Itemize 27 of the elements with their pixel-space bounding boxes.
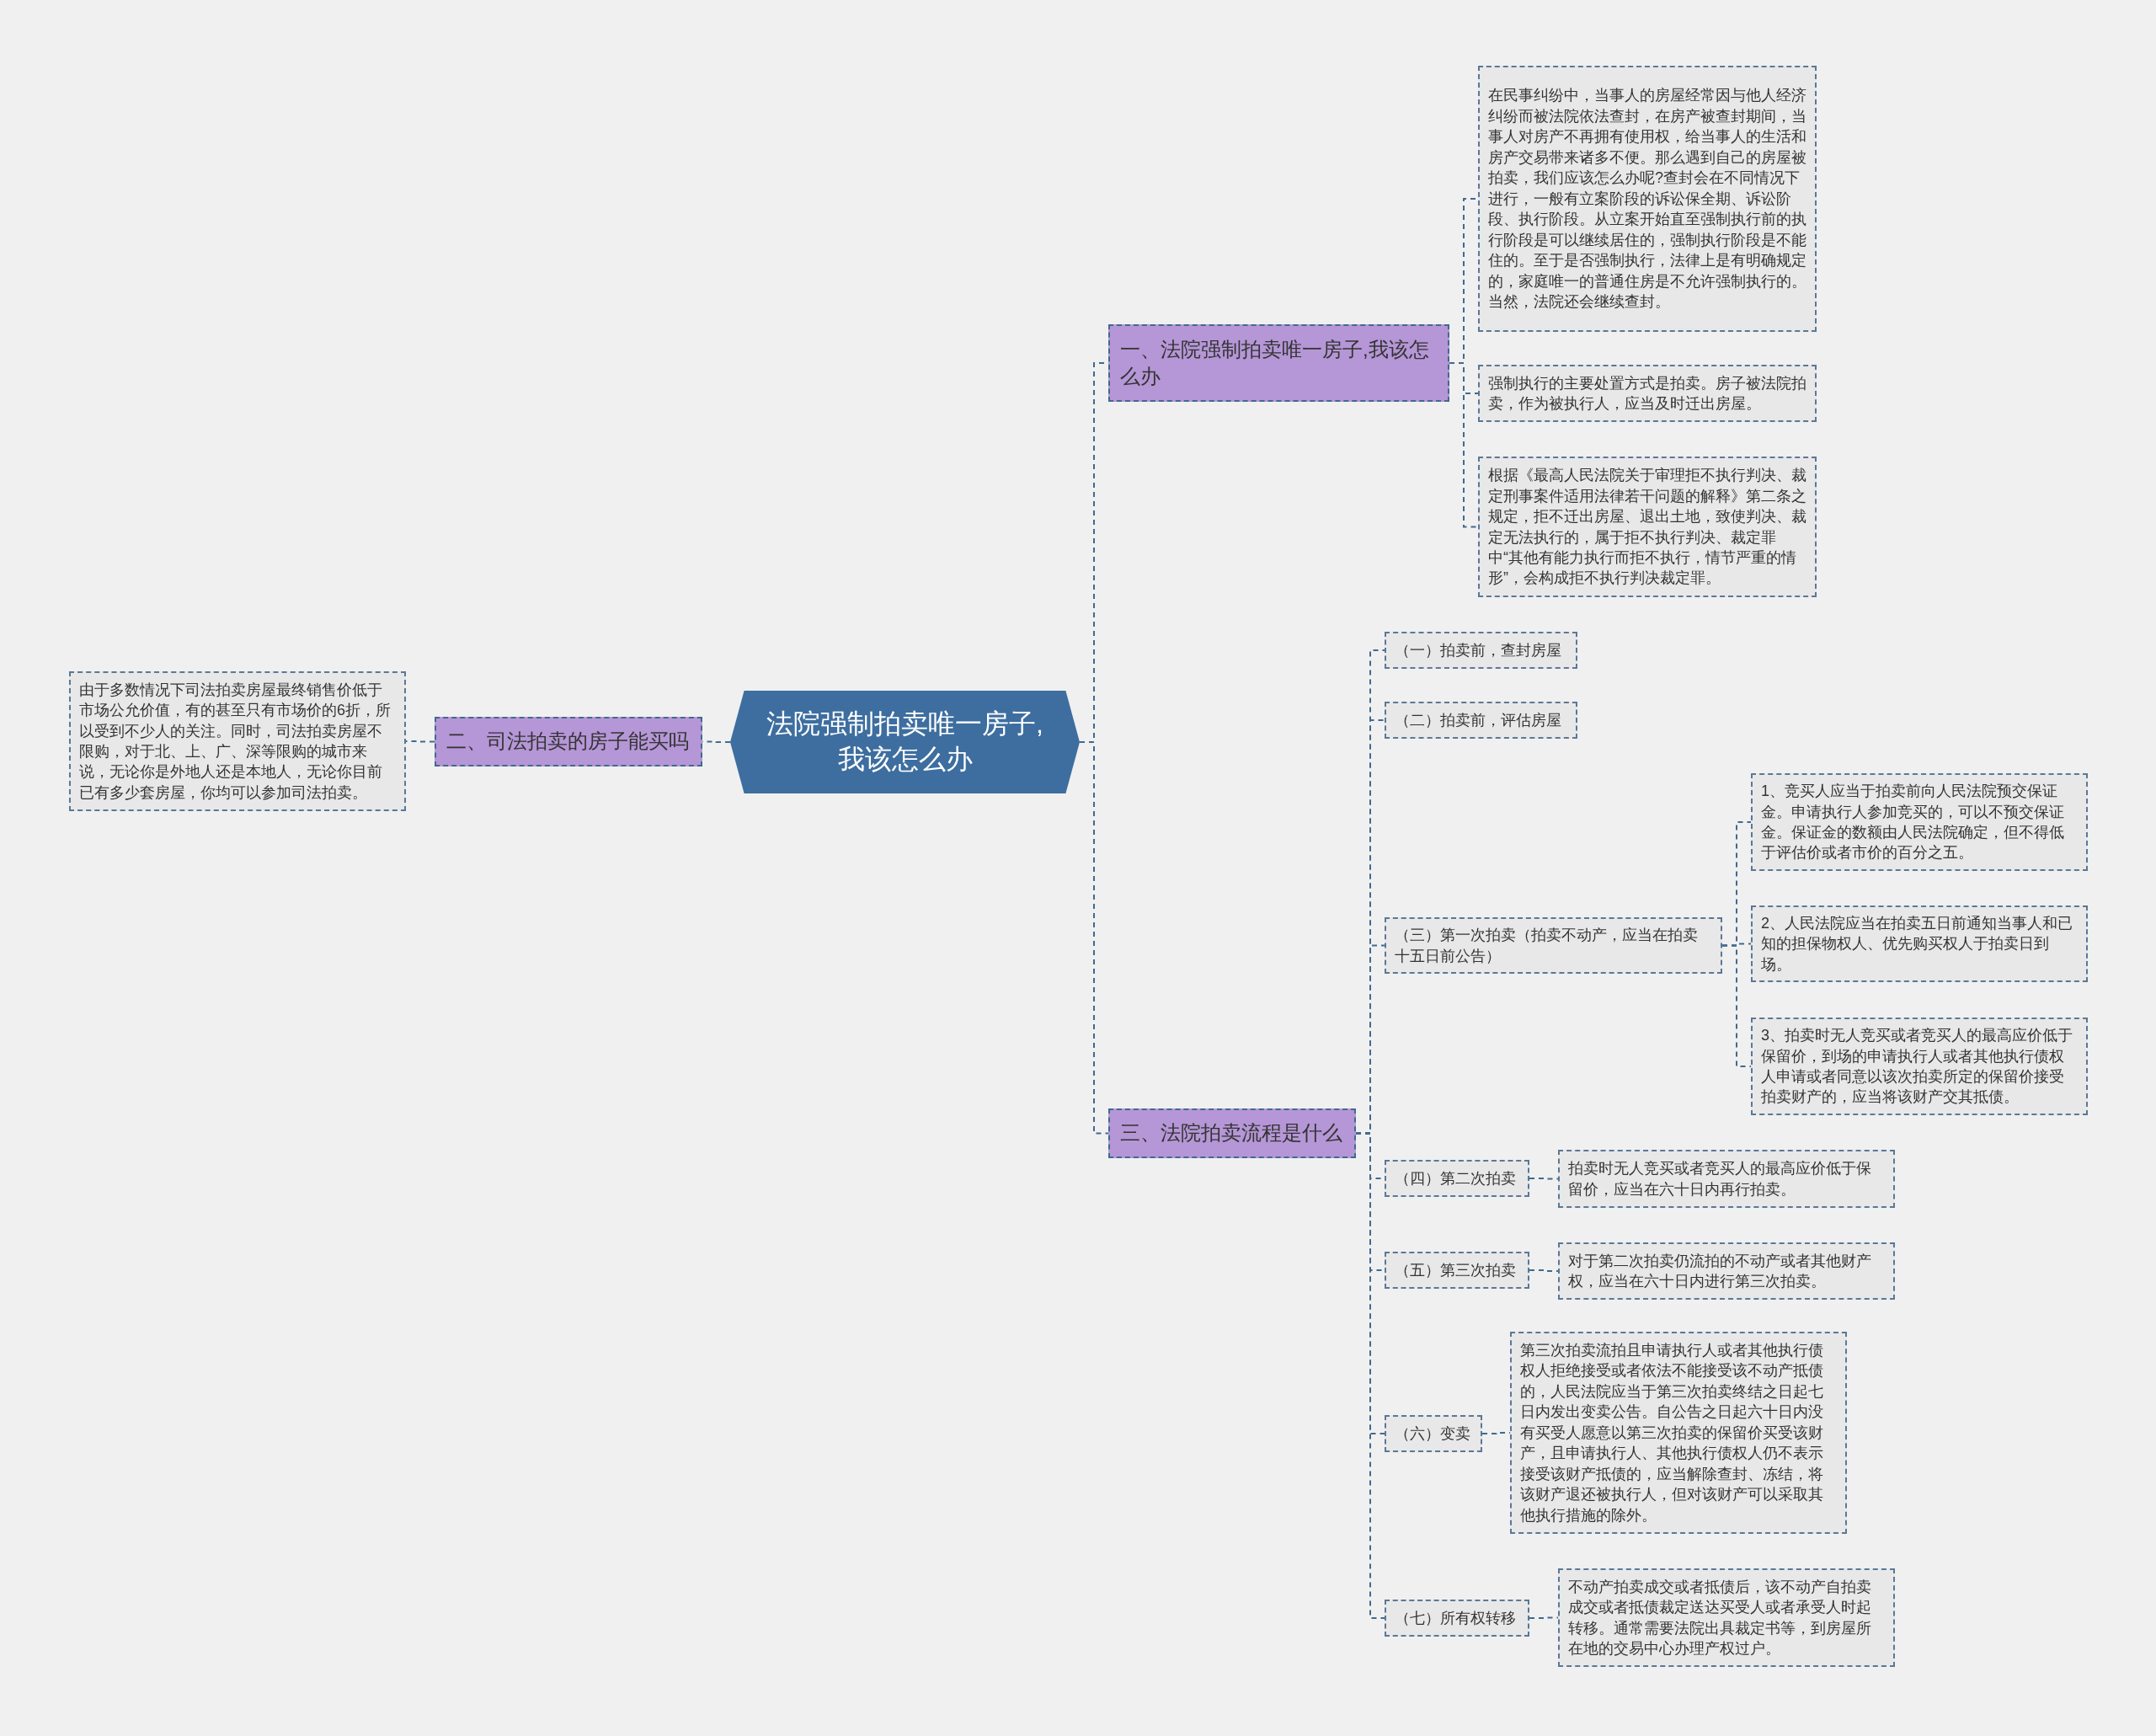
note-box: 根据《最高人民法院关于审理拒不执行判决、裁定刑事案件适用法律若干问题的解释》第二条之规定，拒不迁出房屋、退出土地，致使判决、裁定无法执行的，属于拒不执行判决、裁定罪中“其他有能力执行而拒不执行，情节严重的情形”，会构成拒不执行判决裁定罪。 (1478, 457, 1817, 597)
note-box: 在民事纠纷中，当事人的房屋经常因与他人经济纠纷而被法院依法查封，在房产被查封期间，当事人对房产不再拥有使用权，给当事人的生活和房产交易带来诸多不便。那么遇到自己的房屋被拍卖，我们应该怎么办呢?查封会在不同情况下进行，一般有立案阶段的诉讼保全期、诉讼阶段、执行阶段。从立案开始直至强制执行前的执行阶段是可以继续居住的，强制执行阶段是不能住的。至于是否强制执行，法律上是有明确规定的，家庭唯一的普通住房是不允许强制执行的。当然，法院还会继续查封。 (1478, 66, 1817, 332)
note-box: 强制执行的主要处置方式是拍卖。房子被法院拍卖，作为被执行人，应当及时迁出房屋。 (1478, 365, 1817, 422)
subtopic-box: （二）拍卖前，评估房屋 (1385, 702, 1577, 739)
note-box: 不动产拍卖成交或者抵债后，该不动产自拍卖成交或者抵债裁定送达买受人或者承受人时起转移。通常需要法院出具裁定书等，到房屋所在地的交易中心办理产权过户。 (1558, 1568, 1895, 1667)
note-box: 3、拍卖时无人竞买或者竞买人的最高应价低于保留价，到场的申请执行人或者其他执行债权人申请或者同意以该次拍卖所定的保留价接受拍卖财产的，应当将该财产交其抵债。 (1751, 1018, 2088, 1115)
subtopic-box: （三）第一次拍卖（拍卖不动产，应当在拍卖十五日前公告） (1385, 917, 1722, 974)
note-box: 拍卖时无人竞买或者竞买人的最高应价低于保留价，应当在六十日内再行拍卖。 (1558, 1150, 1895, 1208)
connector-line (1449, 362, 1479, 528)
topic-box: 二、司法拍卖的房子能买吗 (435, 717, 702, 767)
topic-box: 一、法院强制拍卖唯一房子,我该怎么办 (1108, 324, 1449, 402)
subtopic-box: （一）拍卖前，查封房屋 (1385, 632, 1577, 669)
subtopic-box: （四）第二次拍卖 (1385, 1160, 1529, 1197)
connector-line (1529, 1178, 1559, 1180)
subtopic-box: （六）变卖 (1385, 1415, 1482, 1452)
note-box: 1、竞买人应当于拍卖前向人民法院预交保证金。申请执行人参加竞买的，可以不预交保证金。保证金的数额由人民法院确定，但不得低于评估价或者市价的百分之五。 (1751, 773, 2088, 871)
subtopic-box: （五）第三次拍卖 (1385, 1252, 1529, 1289)
central-topic-hexagon: 法院强制拍卖唯一房子,我该怎么办 (730, 691, 1080, 793)
topic-box: 三、法院拍卖流程是什么 (1108, 1108, 1356, 1158)
note-box: 对于第二次拍卖仍流拍的不动产或者其他财产权，应当在六十日内进行第三次拍卖。 (1558, 1242, 1895, 1300)
note-box: 第三次拍卖流拍且申请执行人或者其他执行债权人拒绝接受或者依法不能接受该不动产抵债的，人民法院应当于第三次拍卖终结之日起七日内发出变卖公告。自公告之日起六十日内没有买受人愿意以第三次拍卖的保留价买受该财产，且申请执行人、其他执行债权人仍不表示接受该财产抵债的，应当解除查封、冻结，将该财产退还被执行人，但对该财产可以采取其他执行措施的除外。 (1510, 1332, 1847, 1534)
note-box: 2、人民法院应当在拍卖五日前通知当事人和已知的担保物权人、优先购买权人于拍卖日到场。 (1751, 905, 2088, 982)
connector-line (1721, 944, 1752, 1067)
subtopic-box: （七）所有权转移 (1385, 1600, 1529, 1637)
connector-line (1529, 1269, 1559, 1272)
note-box: 由于多数情况下司法拍卖房屋最终销售价低于市场公允价值，有的甚至只有市场价的6折，所以受到不少人的关注。同时，司法拍卖房屋不限购，对于北、上、广、深等限购的城市来说，无论你是外地人还是本地人，无论你目前已有多少套房屋，你均可以参加司法拍卖。 (69, 671, 406, 811)
connector-line (1529, 1616, 1559, 1619)
